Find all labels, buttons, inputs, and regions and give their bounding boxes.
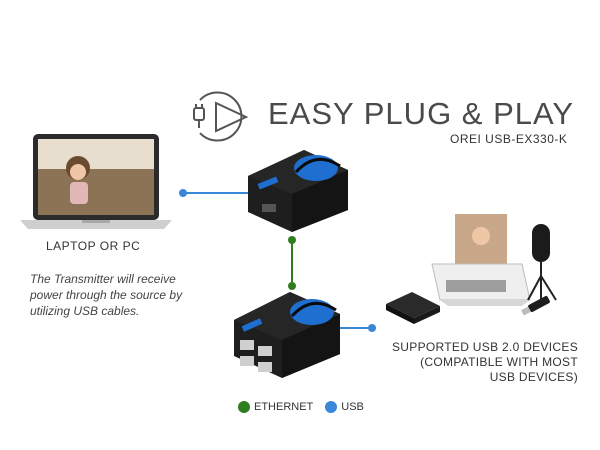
legend-item-usb: USB <box>325 401 364 413</box>
devices-label: SUPPORTED USB 2.0 DEVICES (COMPATIBLE WI… <box>372 340 578 385</box>
usb-legend-dot <box>325 401 338 413</box>
usb-devices-illustration <box>386 214 557 324</box>
devices-label-line: SUPPORTED USB 2.0 DEVICES <box>392 340 578 354</box>
legend-label: ETHERNET <box>254 401 314 413</box>
usb-node-laptop <box>179 189 187 197</box>
ethernet-legend-dot <box>238 401 250 413</box>
note-line: The Transmitter will receive <box>30 272 176 286</box>
page-title: EASY PLUG & PLAY <box>268 96 575 131</box>
note-line: power through the source by <box>30 288 183 302</box>
transmitter-note: The Transmitter will receive power throu… <box>30 271 230 319</box>
legend-label: USB <box>341 401 364 413</box>
legend-item-ethernet: ETHERNET <box>238 401 313 413</box>
ethernet-node-bottom <box>288 282 296 290</box>
devices-label-line: (COMPATIBLE WITH MOST <box>420 355 578 369</box>
transmitter-device <box>248 150 348 232</box>
devices-label-line: USB DEVICES) <box>489 370 578 384</box>
usb-node-devices <box>368 324 376 332</box>
receiver-device <box>234 292 340 378</box>
note-line: utilizing USB cables. <box>30 304 140 318</box>
model-number: OREI USB-EX330-K <box>450 132 568 146</box>
plug-play-icon <box>193 91 249 142</box>
ethernet-node-top <box>288 236 296 244</box>
legend: ETHERNET USB <box>238 401 370 413</box>
laptop-icon <box>20 134 172 229</box>
laptop-label: LAPTOP OR PC <box>46 239 141 253</box>
